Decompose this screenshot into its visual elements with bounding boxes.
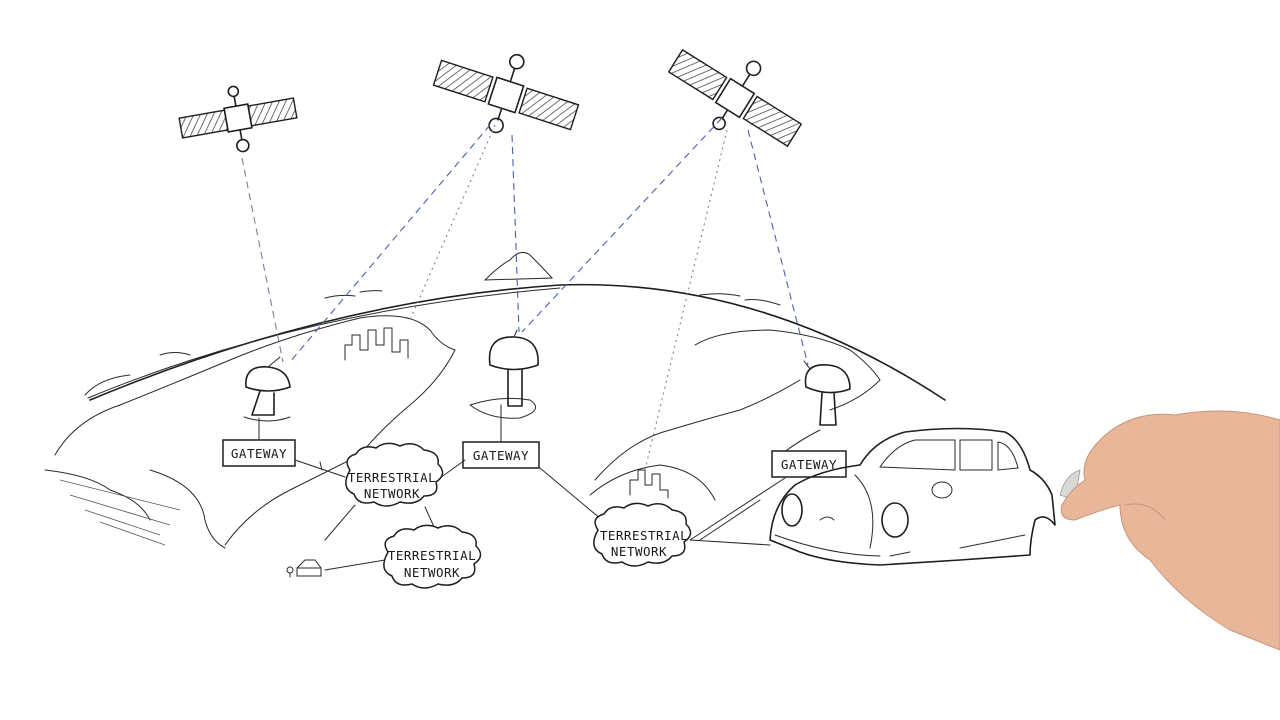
link-sat-center-to-city: [410, 125, 495, 320]
terrestrial-network-cloud-3: TERRESTRIAL NETWORK: [594, 503, 691, 566]
gateway-label-3: GATEWAY: [781, 457, 837, 472]
earth-horizon: [45, 252, 945, 548]
terrestrial-network-2-line1: TERRESTRIAL: [388, 548, 476, 563]
link-sat-right-to-gateway-3: [748, 130, 808, 365]
dish-antenna-2: [490, 330, 539, 406]
gateway-box-3: GATEWAY: [772, 451, 846, 477]
city-skyline-south: [630, 470, 668, 498]
link-sat-center-to-gateway-1: [290, 125, 490, 362]
terrestrial-network-1-line2: NETWORK: [364, 486, 420, 501]
terrestrial-network-1-line1: TERRESTRIAL: [348, 470, 436, 485]
car-icon: [770, 429, 1055, 566]
hand-with-marker: [1060, 411, 1280, 650]
link-sat-center-to-gateway-2: [512, 135, 519, 332]
gateway-box-2: GATEWAY: [463, 442, 539, 468]
link-sat-left-to-gateway-1: [242, 158, 283, 362]
terrestrial-network-3-line1: TERRESTRIAL: [600, 528, 688, 543]
terrestrial-network-3-line2: NETWORK: [611, 544, 667, 559]
satellite-center: [425, 33, 587, 155]
satellite-right: [657, 25, 817, 165]
dish-antenna-3: [804, 361, 850, 425]
city-skyline-north: [345, 328, 408, 360]
terrestrial-network-2-line2: NETWORK: [404, 565, 460, 580]
terrestrial-network-cloud-1: TERRESTRIAL NETWORK: [346, 443, 443, 506]
gateway-box-1: GATEWAY: [223, 440, 295, 466]
gateway-label-2: GATEWAY: [473, 448, 529, 463]
gateway-label-1: GATEWAY: [231, 446, 287, 461]
satellite-left: [175, 76, 301, 161]
terrestrial-network-cloud-2: TERRESTRIAL NETWORK: [384, 525, 481, 588]
link-sat-right-to-gateway-2: [522, 118, 722, 332]
house-icon: [287, 560, 321, 577]
dish-antenna-1: [244, 357, 290, 421]
